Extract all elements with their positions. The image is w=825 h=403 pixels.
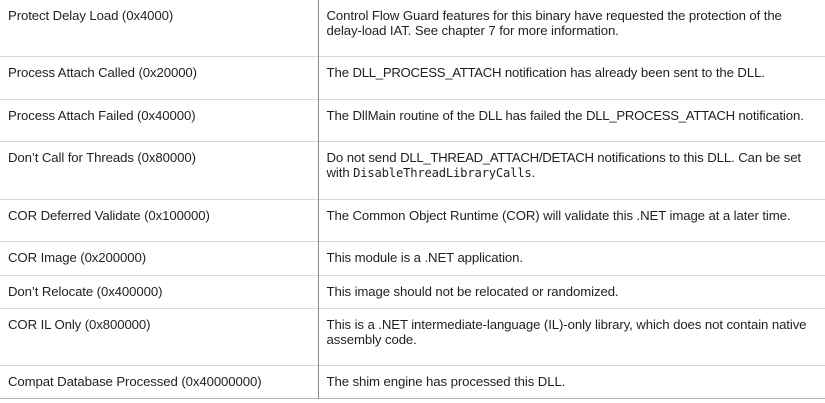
description-cell: The DllMain routine of the DLL has faile…: [318, 99, 825, 141]
description-text: notifications to this DLL. Can be set wi…: [326, 149, 802, 181]
description-cell: This is a .NET intermediate-language (IL…: [318, 308, 825, 365]
table-row: Process Attach Called (0x20000)The DLL_P…: [0, 56, 825, 100]
description-text: This image should not be relocated or ra…: [326, 283, 619, 299]
api-constant: DLL_PROCESS_ATTACH: [352, 65, 502, 81]
description-text: Do not send: [326, 149, 401, 165]
table-row: Compat Database Processed (0x40000000) Th…: [0, 365, 825, 399]
table-row: COR IL Only (0x800000)This is a .NET int…: [0, 308, 825, 366]
table-row: COR Image (0x200000) This module is a .NE…: [0, 241, 825, 276]
flag-cell: Protect Delay Load (0x4000): [0, 0, 319, 57]
description-cell: Control Flow Guard features for this bin…: [318, 0, 825, 57]
description-cell: The Common Object Runtime (COR) will val…: [318, 200, 825, 242]
description-text: This is a .NET intermediate-language (IL…: [326, 316, 807, 348]
flag-cell: COR IL Only (0x800000): [0, 308, 319, 366]
flag-cell: Process Attach Called (0x20000): [0, 56, 319, 100]
table-row: Process Attach Failed (0x40000) The DllMa…: [0, 99, 825, 142]
description-text: notification.: [734, 107, 804, 123]
description-text: The DllMain routine of the DLL has faile…: [326, 107, 587, 123]
description-cell: The shim engine has processed this DLL.: [318, 366, 825, 399]
flag-cell: Don’t Relocate (0x400000): [0, 275, 319, 309]
description-text: .: [531, 165, 536, 181]
api-constant: DLL_THREAD_ATTACH/DETACH: [400, 149, 594, 165]
code-identifier: DisableThreadLibraryCalls: [353, 166, 532, 181]
description-text: The shim engine has processed this DLL.: [326, 374, 566, 390]
description-text: This module is a .NET application.: [326, 250, 524, 266]
description-cell: Do not send DLL_THREAD_ATTACH/DETACH not…: [318, 141, 825, 199]
flag-cell: Don’t Call for Threads (0x80000): [0, 141, 319, 200]
table-row: COR Deferred Validate (0x100000) The Comm…: [0, 199, 825, 242]
flag-cell: COR Deferred Validate (0x100000): [0, 199, 319, 242]
description-text: Control Flow Guard features for this bin…: [326, 8, 782, 39]
flag-cell: Compat Database Processed (0x40000000): [0, 365, 319, 399]
table-row: Don’t Relocate (0x400000) This image shou…: [0, 275, 825, 309]
description-cell: This module is a .NET application.: [318, 242, 825, 275]
description-cell: The DLL_PROCESS_ATTACH notification has …: [318, 57, 825, 99]
flag-cell: Process Attach Failed (0x40000): [0, 99, 319, 142]
description-text: The Common Object Runtime (COR) will val…: [326, 208, 791, 224]
description-text: notification has already been sent to th…: [501, 65, 765, 81]
table-row: Don’t Call for Threads (0x80000)Do not s…: [0, 141, 825, 200]
description-cell: This image should not be relocated or ra…: [318, 275, 825, 308]
flag-cell: COR Image (0x200000): [0, 241, 319, 276]
description-text: The: [326, 65, 353, 81]
api-constant: DLL_PROCESS_ATTACH: [586, 107, 735, 123]
table-row: Protect Delay Load (0x4000)Control Flow …: [0, 0, 825, 57]
